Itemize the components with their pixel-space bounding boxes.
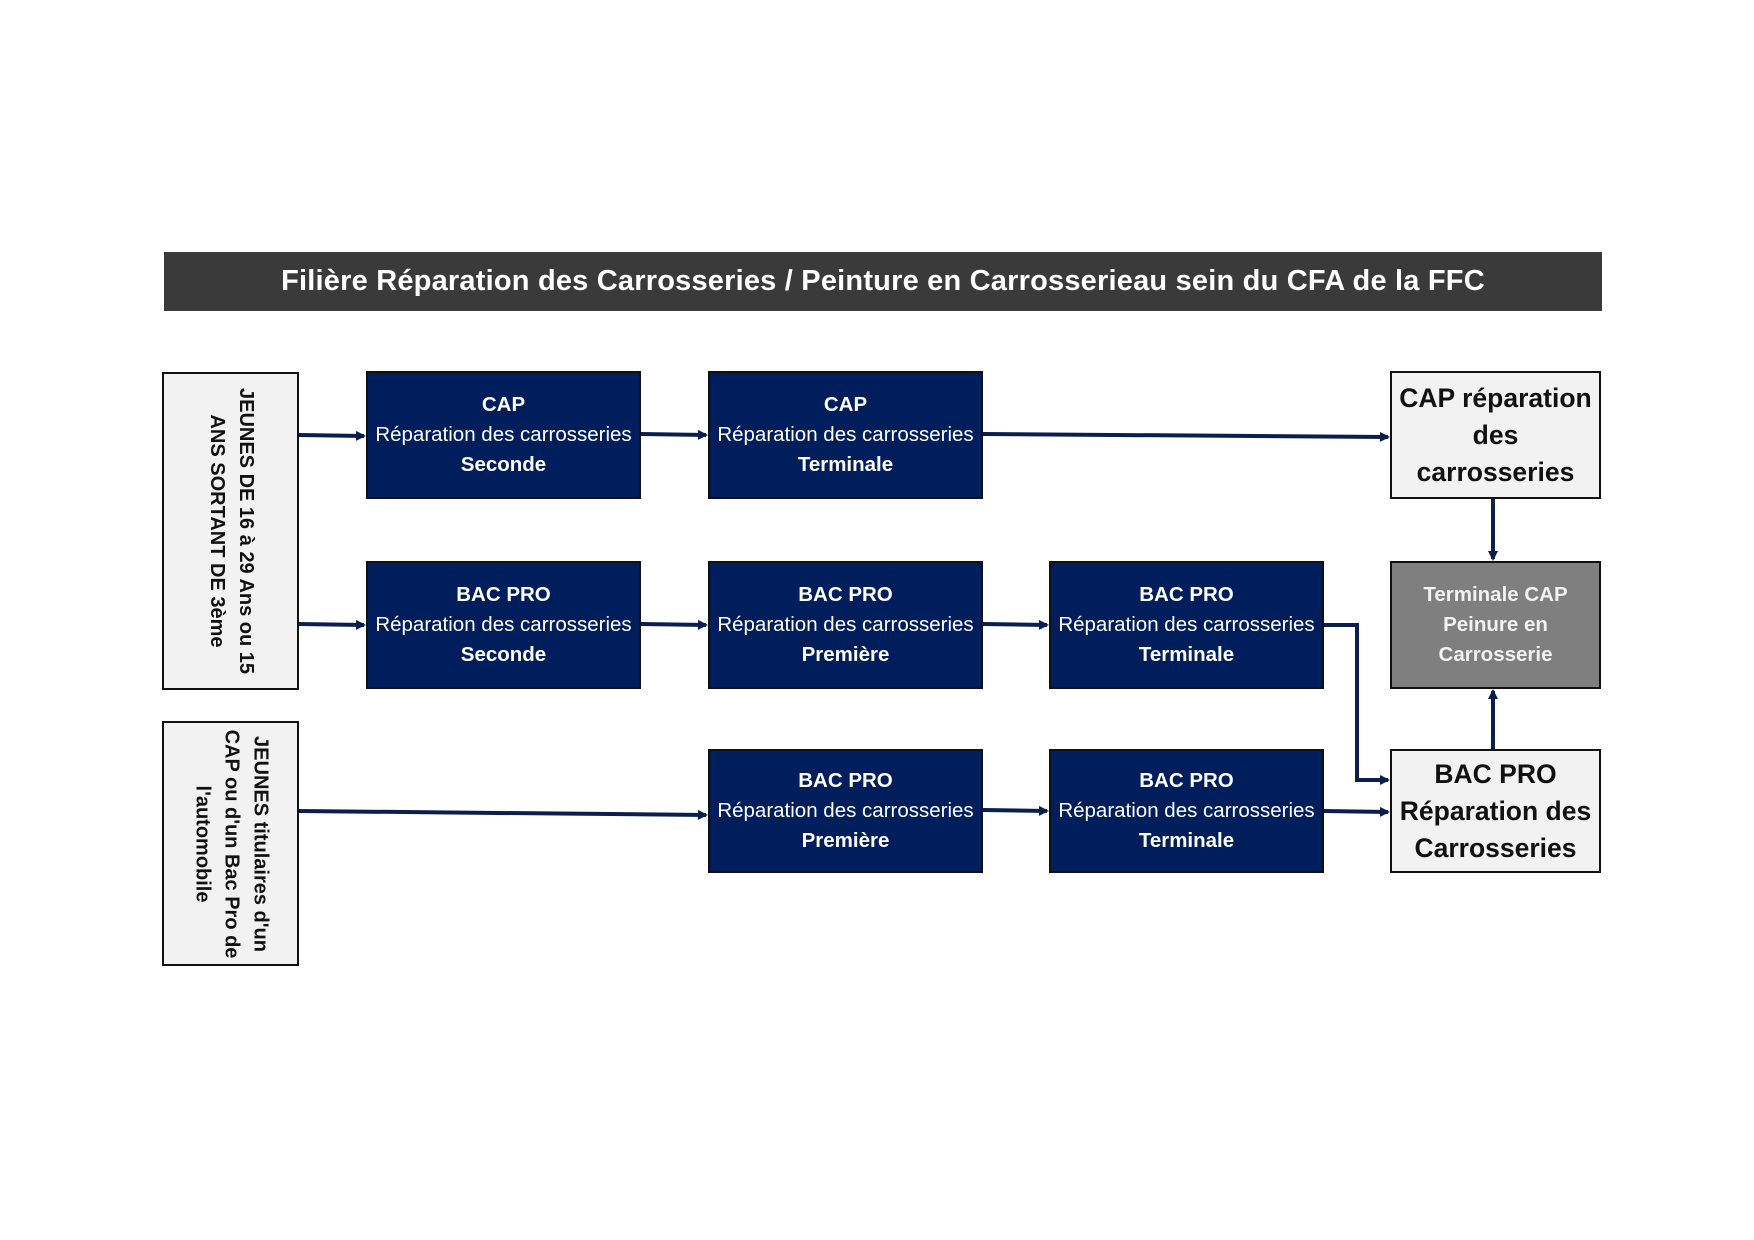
bacpro-terminale-box: BAC PRO Réparation des carrosseries Term… — [1049, 561, 1324, 689]
outcome-line: BAC PRO — [1434, 758, 1557, 789]
bacpro-direct-terminale-box: BAC PRO Réparation des carrosseries Term… — [1049, 749, 1324, 873]
arrow-bacpro-direct-premiere-to-terminale — [982, 805, 1049, 816]
entry-line: CAP ou d'un Bac Pro de — [220, 729, 242, 958]
subject-label: Réparation des carrosseries — [1058, 613, 1315, 636]
entry-label-young-titulaires: JEUNES titulaires d'un CAP ou d'un Bac P… — [187, 729, 274, 958]
arrow-bacpro-premiere-to-terminale — [982, 619, 1049, 630]
outcome-bacpro-box: BAC PRO Réparation des Carrosseries — [1390, 749, 1601, 873]
entry-line: JEUNES titulaires d'un — [249, 735, 271, 952]
program-label: CAP — [823, 393, 868, 416]
outcome-cap-box: CAP réparation des carrosseries — [1390, 371, 1601, 499]
level-label: Terminale — [797, 453, 894, 476]
subject-label: Réparation des carrosseries — [375, 613, 632, 636]
arrow-bacpro-direct-terminale-to-outcome — [1323, 806, 1390, 817]
bacpro-premiere-box: BAC PRO Réparation des carrosseries Prem… — [708, 561, 983, 689]
outcome-line: Terminale CAP — [1423, 583, 1568, 606]
arrow-bacpro-terminale-to-outcome — [1324, 623, 1390, 785]
program-label: CAP — [481, 393, 526, 416]
subject-label: Réparation des carrosseries — [717, 423, 974, 446]
entry-box-young-3eme: JEUNES DE 16 à 29 Ans ou 15 ANS SORTANT … — [162, 372, 299, 690]
level-label: Terminale — [1138, 829, 1235, 852]
outcome-line: Réparation des — [1399, 795, 1592, 826]
program-label: BAC PRO — [798, 583, 893, 606]
arrow-entry-to-bacpro-seconde — [298, 619, 366, 630]
entry-label-young-3eme: JEUNES DE 16 à 29 Ans ou 15 ANS SORTANT … — [202, 388, 260, 674]
arrow-cap-seconde-to-terminale — [640, 429, 708, 440]
outcome-terminale-cap-box: Terminale CAP Peinure en Carrosserie — [1390, 561, 1601, 689]
program-label: BAC PRO — [798, 769, 893, 792]
outcome-line: CAP réparation — [1399, 382, 1592, 413]
cap-seconde-box: CAP Réparation des carrosseries Seconde — [366, 371, 641, 499]
program-label: BAC PRO — [456, 583, 551, 606]
page-title: Filière Réparation des Carrosseries / Pe… — [164, 252, 1602, 311]
arrow-entry2-to-bacpro-premiere — [298, 809, 708, 820]
level-label: Terminale — [1138, 643, 1235, 666]
entry-line: l'automobile — [191, 785, 213, 902]
level-label: Seconde — [460, 453, 547, 476]
level-label: Seconde — [460, 643, 547, 666]
subject-label: Réparation des carrosseries — [717, 613, 974, 636]
entry-line: JEUNES DE 16 à 29 Ans ou 15 — [234, 387, 257, 675]
subject-label: Réparation des carrosseries — [1058, 799, 1315, 822]
subject-label: Réparation des carrosseries — [717, 799, 974, 822]
arrow-entry-to-cap-seconde — [298, 430, 366, 441]
level-label: Première — [801, 829, 890, 852]
arrow-cap-terminale-to-outcome — [982, 431, 1390, 442]
entry-line: ANS SORTANT DE 3ème — [205, 414, 228, 648]
arrow-bacpro-seconde-to-premiere — [640, 619, 708, 630]
outcome-line: Carrosserie — [1438, 643, 1553, 666]
program-label: BAC PRO — [1139, 769, 1234, 792]
level-label: Première — [801, 643, 890, 666]
bacpro-seconde-box: BAC PRO Réparation des carrosseries Seco… — [366, 561, 641, 689]
outcome-line: Carrosseries — [1414, 832, 1577, 863]
program-label: BAC PRO — [1139, 583, 1234, 606]
outcome-line: Peinure en — [1443, 613, 1548, 636]
outcome-line: des carrosseries — [1416, 419, 1575, 487]
cap-terminale-box: CAP Réparation des carrosseries Terminal… — [708, 371, 983, 499]
subject-label: Réparation des carrosseries — [375, 423, 632, 446]
bacpro-direct-premiere-box: BAC PRO Réparation des carrosseries Prem… — [708, 749, 983, 873]
entry-box-young-titulaires: JEUNES titulaires d'un CAP ou d'un Bac P… — [162, 721, 299, 966]
